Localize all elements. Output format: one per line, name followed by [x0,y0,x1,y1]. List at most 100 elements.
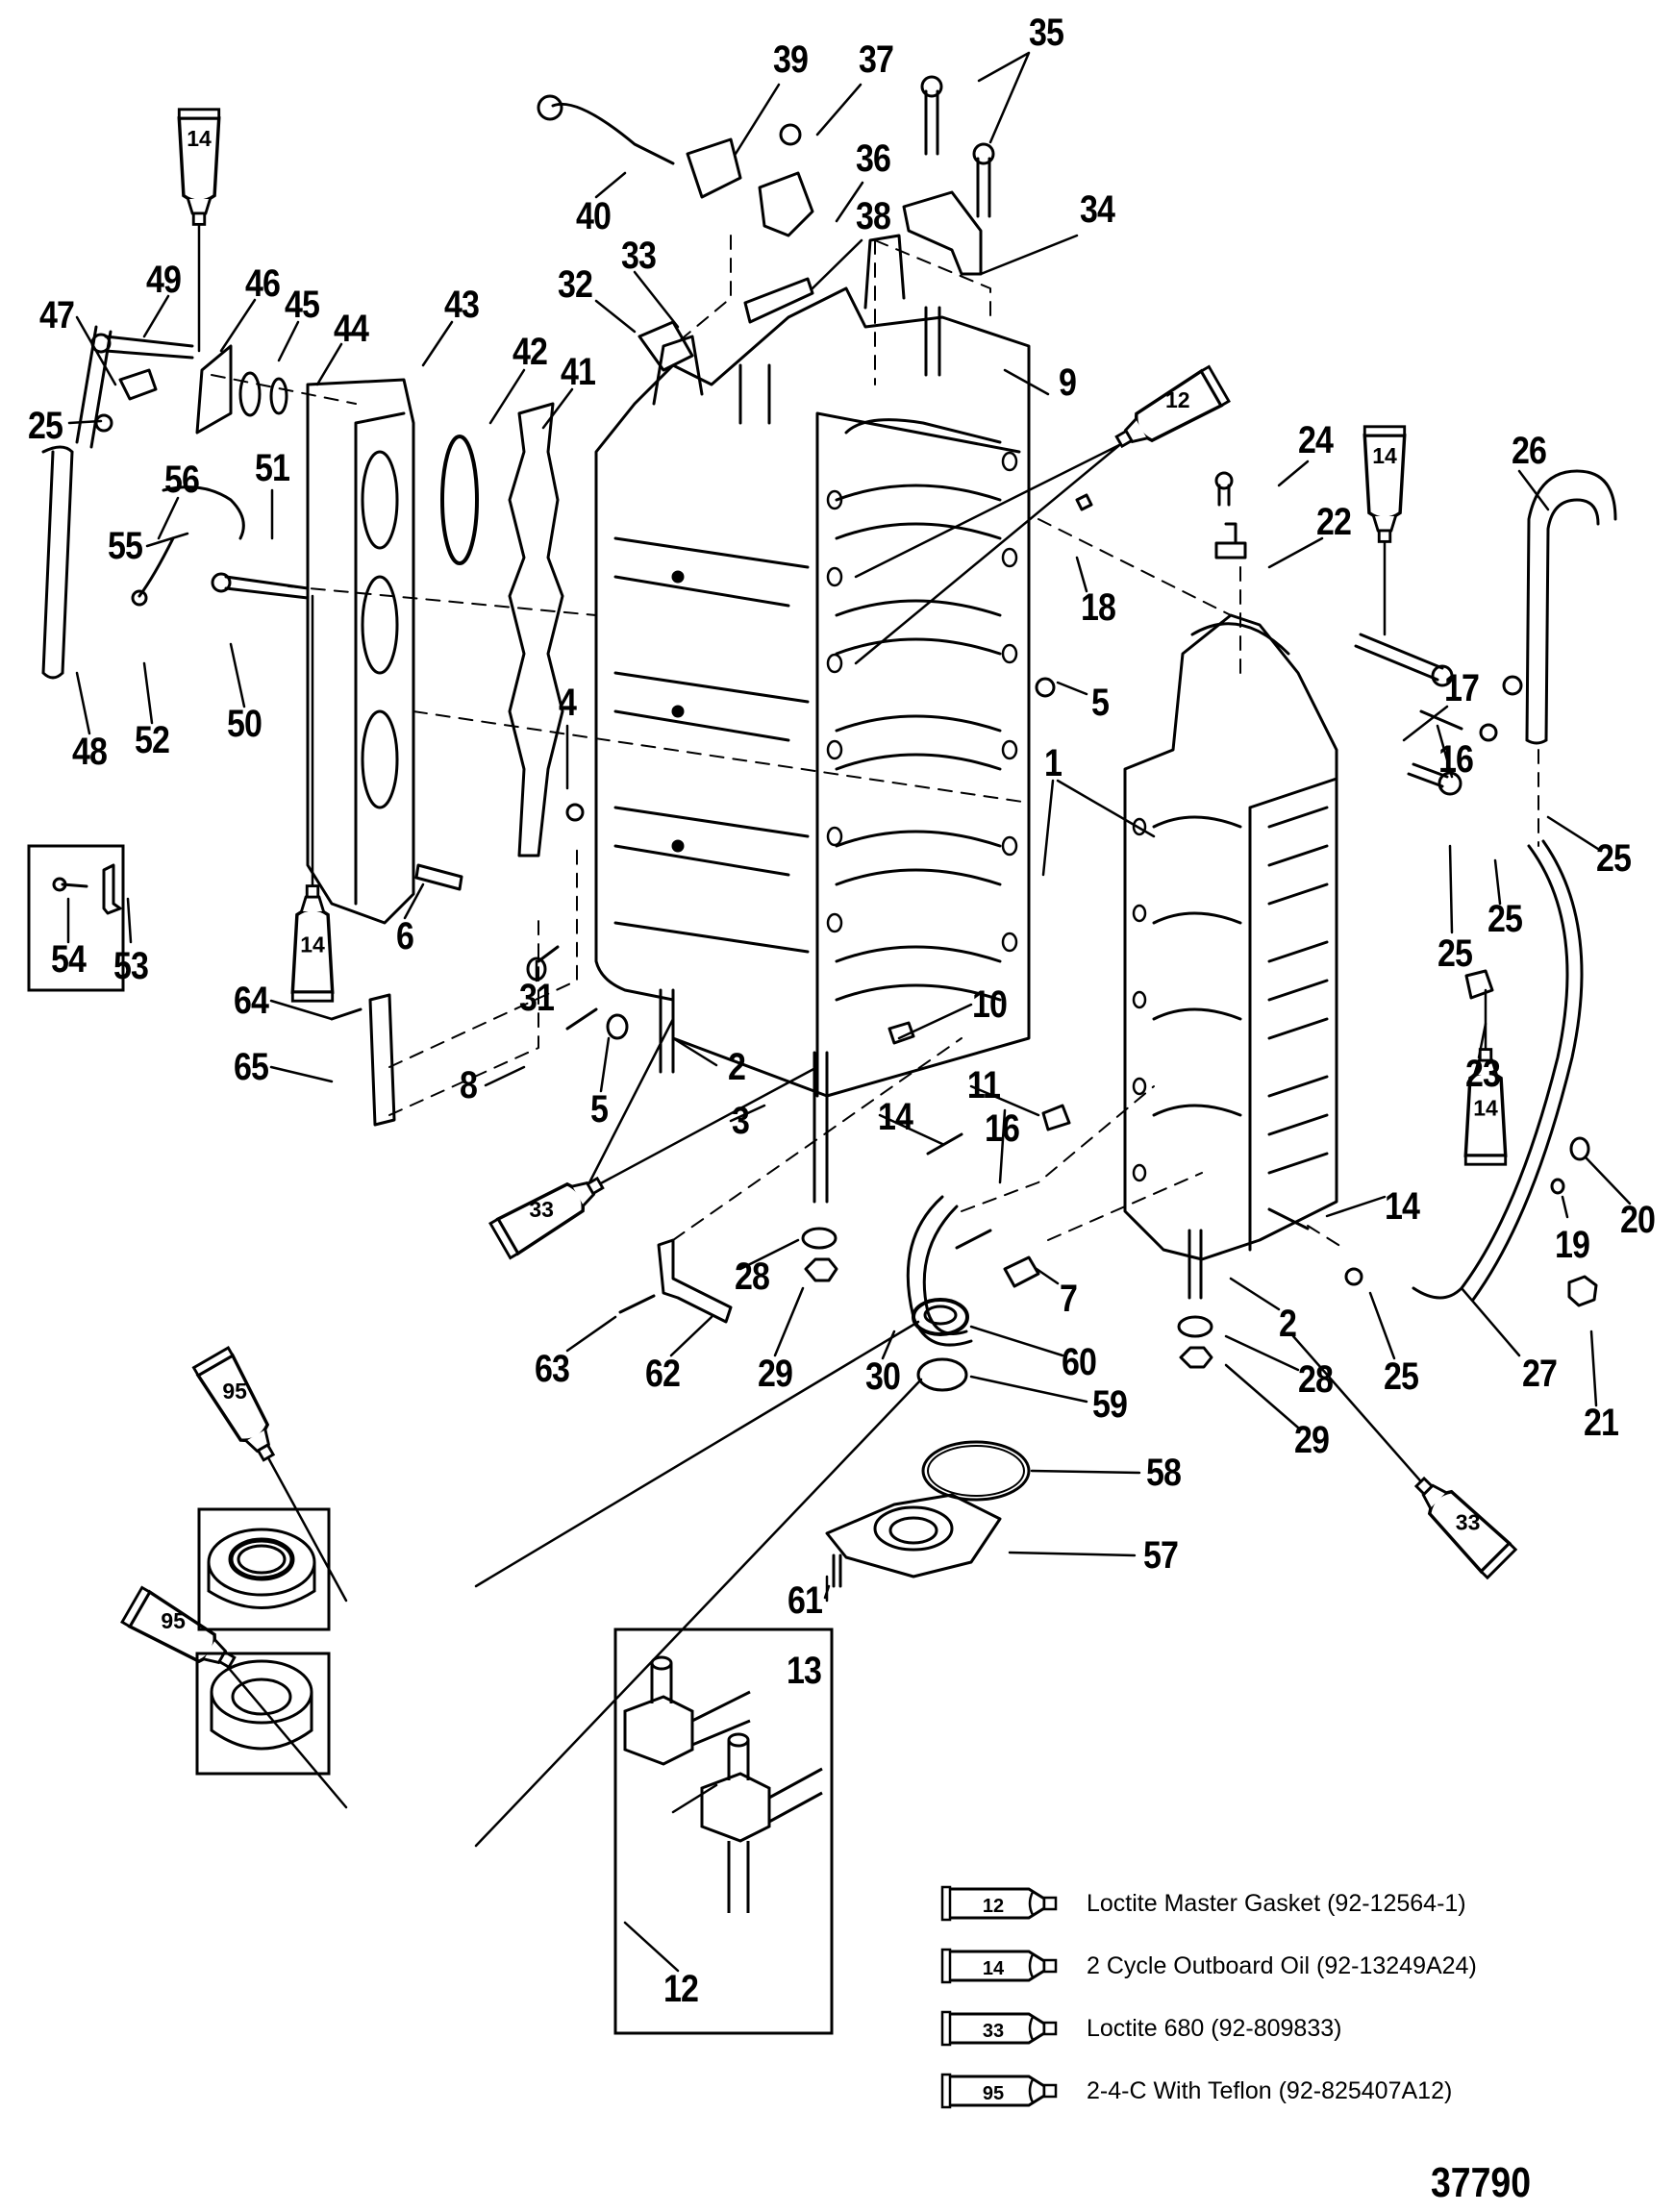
callout-18: 18 [1080,586,1116,629]
tube-icon: 95 [940,2073,1058,2109]
fitting-16b [955,1229,992,1250]
sealant-tube-33-right-lower: 33 [1404,1466,1517,1579]
callout-16: 16 [1438,738,1474,781]
callout-64: 64 [233,980,269,1022]
o-ring-42 [440,435,479,565]
callout-17: 17 [1443,667,1480,709]
hose-26 [1525,469,1617,745]
dowel-10 [888,1021,915,1045]
callout-11: 11 [966,1064,1001,1106]
callout-25: 25 [1383,1355,1419,1398]
valve-22 [1214,522,1247,559]
fitting-9 [924,306,941,377]
bolt-35b [976,157,991,218]
sealant-tube-14-right-top: 14 [1362,425,1407,544]
callout-25: 25 [1437,932,1473,975]
callout-32: 32 [557,263,593,306]
head-gasket-41 [508,402,564,857]
svg-text:14: 14 [187,126,212,151]
callout-24: 24 [1297,419,1334,461]
svg-text:95: 95 [161,1608,186,1633]
callout-23: 23 [1464,1053,1501,1095]
cover-46 [195,344,233,435]
svg-text:12: 12 [1165,387,1190,412]
legend-label: Loctite 680 (92-809833) [1087,2014,1342,2042]
svg-text:95: 95 [222,1379,247,1404]
bracket-32 [638,320,694,372]
callout-58: 58 [1145,1452,1182,1494]
callout-41: 41 [560,351,596,393]
bracket-53 [102,863,122,915]
callout-14: 14 [877,1096,913,1138]
bolt-64 [330,1007,362,1021]
fitting-47 [118,368,158,401]
sensor-39 [551,102,742,199]
callout-27: 27 [1521,1353,1558,1395]
hose-27 [1412,839,1584,1302]
callout-37: 37 [858,38,894,81]
callout-21: 21 [1583,1402,1619,1444]
callout-49: 49 [145,259,182,301]
fitting-16a [1419,709,1463,731]
callout-62: 62 [644,1353,681,1395]
legend-label: 2-4-C With Teflon (92-825407A12) [1087,2076,1453,2104]
legend-row-12: 12 Loctite Master Gasket (92-12564-1) [940,1879,1466,1927]
crankcase-cover [1123,613,1338,1261]
sealant-tube-14-top-left: 14 [177,108,221,227]
callout-29: 29 [757,1353,793,1395]
callout-25: 25 [1595,837,1632,880]
callout-4: 4 [558,682,577,724]
callout-61: 61 [787,1579,823,1622]
callout-35: 35 [1028,12,1064,54]
callout-40: 40 [575,195,612,237]
callout-54: 54 [50,938,87,981]
clamp-25b [1502,675,1523,696]
sealant-tube-12-center-top: 12 [1107,364,1231,460]
callout-55: 55 [107,525,143,567]
callout-2: 2 [727,1046,746,1088]
legend-row-95: 95 2-4-C With Teflon (92-825407A12) [940,2067,1452,2115]
callout-22: 22 [1315,501,1352,543]
fitting-8 [565,1007,598,1031]
svg-text:33: 33 [983,2021,1004,2042]
svg-text:14: 14 [300,932,325,957]
callout-50: 50 [226,703,262,745]
callout-13: 13 [786,1650,822,1692]
inset-seal-upper [197,1507,331,1631]
inset-t-fitting [613,1628,834,2035]
callout-3: 3 [731,1100,750,1142]
nut-29b [1179,1346,1213,1369]
callout-28: 28 [1297,1358,1334,1401]
callout-19: 19 [1554,1224,1590,1266]
washer-28b [1177,1315,1213,1338]
sealant-tube-95-bottom-left-upper: 95 [191,1346,288,1470]
nut-29a [804,1257,838,1282]
svg-text:14: 14 [983,1958,1005,1979]
callout-65: 65 [233,1046,269,1088]
plate-38 [743,277,814,324]
clamp-25c [1479,723,1498,742]
screw-61 [832,1553,842,1588]
callout-33: 33 [620,235,657,277]
callout-42: 42 [512,331,548,373]
callout-52: 52 [134,719,170,761]
callout-20: 20 [1619,1199,1656,1241]
callout-25: 25 [1487,898,1523,940]
stud-3 [812,1051,829,1204]
stud-2b [1188,1229,1203,1300]
callout-16: 16 [984,1107,1020,1150]
callout-5: 5 [589,1088,609,1131]
callout-47: 47 [38,294,75,336]
dowel-6 [414,863,463,891]
callout-56: 56 [163,459,200,501]
tube-icon: 12 [940,1885,1058,1922]
callout-2: 2 [1278,1303,1297,1345]
stud-2a [659,988,675,1074]
callout-12: 12 [662,1968,699,2010]
clamp-25a [94,413,113,433]
callout-34: 34 [1079,188,1115,231]
hose-48 [41,445,74,680]
bolt-49 [104,335,194,360]
clamp-25e [1344,1267,1363,1286]
